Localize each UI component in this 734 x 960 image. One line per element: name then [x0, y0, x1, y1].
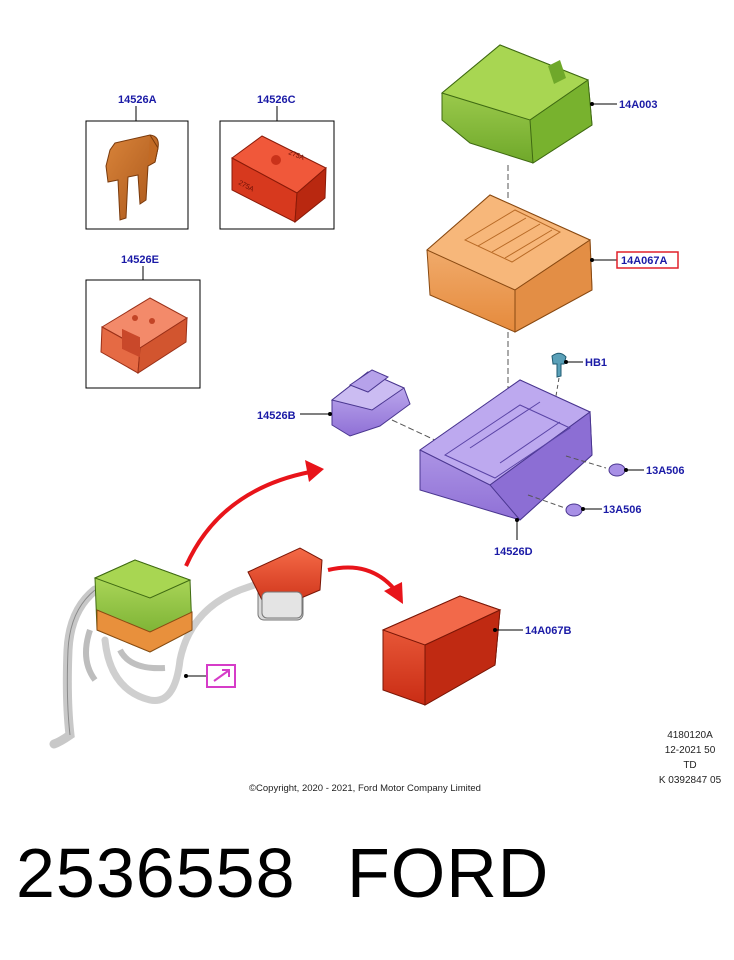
callout-14a067b: 14A067B — [525, 625, 572, 637]
callout-14526d: 14526D — [494, 546, 533, 558]
highlight-box — [616, 251, 679, 269]
fuse-box-14a067a: 14A067A — [426, 194, 679, 333]
mini-fuse-icon — [105, 134, 159, 221]
curved-arrow-up-icon — [184, 460, 324, 567]
clip-13a506-upper: 13A506 — [565, 455, 685, 477]
callout-14a003: 14A003 — [619, 99, 658, 111]
copyright-notice: ©Copyright, 2020 - 2021, Ford Motor Comp… — [249, 783, 481, 794]
callout-13a506-lower: 13A506 — [603, 504, 642, 516]
drawing-info: 4180120A 12-2021 50 TD K 0392847 05 — [659, 730, 722, 786]
cover-14a067b: 14A067B — [381, 595, 572, 706]
part-number: 2536558 — [16, 834, 296, 912]
drawing-ref: K 0392847 05 — [659, 775, 722, 786]
callout-14526e: 14526E — [121, 254, 159, 266]
bracket-14526d: 14526D — [419, 379, 593, 558]
callout-14526b: 14526B — [257, 410, 296, 422]
drawing-code: TD — [683, 760, 696, 771]
cartridge-fuse-icon: 275A 275A — [231, 135, 327, 224]
callout-14a067a: 14A067A — [621, 255, 668, 267]
callout-13a506-upper: 13A506 — [646, 465, 685, 477]
callout-hb1: HB1 — [585, 357, 607, 369]
fuse-14526e-detail: 14526E — [85, 254, 201, 389]
drawing-id: 4180120A — [667, 730, 713, 741]
callout-14526c: 14526C — [257, 94, 296, 106]
cover-14a003: 14A003 — [440, 44, 658, 164]
fuse-14526b: 14526B — [257, 369, 411, 437]
curved-arrow-down-icon — [327, 565, 403, 604]
fuse-14526a-detail: 14526A — [85, 94, 189, 230]
bolt-hb1: HB1 — [551, 352, 607, 378]
callout-14526a: 14526A — [118, 94, 157, 106]
brand-name: FORD — [347, 834, 550, 912]
drawing-date: 12-2021 50 — [665, 745, 716, 756]
installed-assembly-view — [49, 547, 323, 749]
fuse-14526c-detail: 14526C 275A 275A — [219, 94, 335, 230]
block-fuse-icon — [100, 297, 188, 374]
clip-13a506-lower: 13A506 — [527, 494, 642, 517]
